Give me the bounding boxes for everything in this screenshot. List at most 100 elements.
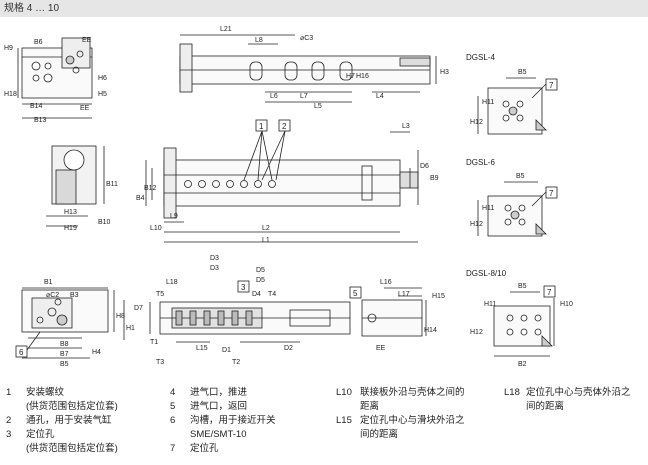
dim-D7: D7 bbox=[134, 305, 143, 312]
dim-L1: L1 bbox=[262, 237, 270, 244]
legend-row: (供货范围包括定位套) bbox=[26, 401, 118, 412]
dim-H15: H15 bbox=[432, 293, 445, 300]
dim-B1: B1 bbox=[44, 279, 53, 286]
dim-H5: H5 bbox=[98, 91, 107, 98]
dim-D5-1: D5 bbox=[256, 267, 265, 274]
technical-drawing: 1 2 3 5 6 7 7 7 DGSL-4 DGSL-6 DGSL-8/10 … bbox=[4, 26, 573, 368]
callout-boxes bbox=[15, 78, 558, 358]
dim-B5-dgsl6: B5 bbox=[516, 173, 525, 180]
dim-H1: H1 bbox=[126, 325, 135, 332]
dim-L16: L16 bbox=[380, 279, 392, 286]
dim-EE-2: EE bbox=[80, 105, 90, 112]
dim-L10: L10 bbox=[150, 225, 162, 232]
dim-C3: ⌀C3 bbox=[300, 35, 313, 42]
dim-D1: D1 bbox=[222, 347, 231, 354]
dim-H10: H10 bbox=[560, 301, 573, 308]
dim-H8: H8 bbox=[116, 313, 125, 320]
dim-B10: B10 bbox=[98, 219, 111, 226]
dim-D3-2: D3 bbox=[210, 265, 219, 272]
dim-H11-dgsl4: H11 bbox=[482, 99, 494, 106]
dim-H9: H9 bbox=[4, 45, 13, 52]
header-title: 规格 4 … 10 bbox=[4, 3, 60, 14]
label-dgsl6: DGSL-6 bbox=[466, 158, 495, 167]
callout-7-b: 7 bbox=[549, 189, 554, 198]
dim-B14: B14 bbox=[30, 103, 43, 110]
dim-L18: L18 bbox=[166, 279, 178, 286]
dim-B13: B13 bbox=[34, 117, 47, 124]
label-dgsl810: DGSL-8/10 bbox=[466, 269, 507, 278]
dim-T4: T4 bbox=[268, 291, 276, 298]
callout-5: 5 bbox=[353, 289, 358, 298]
dim-D3-1: D3 bbox=[210, 255, 219, 262]
dim-H11-dgsl6: H11 bbox=[482, 205, 494, 212]
dim-L8: L8 bbox=[255, 37, 263, 44]
end-view-bottom-left bbox=[21, 287, 125, 359]
dim-T5: T5 bbox=[156, 291, 164, 298]
dim-L3: L3 bbox=[402, 123, 410, 130]
variant-labels: DGSL-4 DGSL-6 DGSL-8/10 bbox=[466, 53, 507, 278]
callout-6: 6 bbox=[19, 348, 24, 357]
variant-dgsl4 bbox=[477, 77, 547, 135]
dim-H14: H14 bbox=[424, 327, 437, 334]
callout-7-c: 7 bbox=[547, 288, 552, 297]
dim-L6: L6 bbox=[270, 93, 278, 100]
dim-L4: L4 bbox=[376, 93, 384, 100]
dim-L5: L5 bbox=[314, 103, 322, 110]
dim-H12-dgsl810: H12 bbox=[470, 329, 483, 336]
variant-dgsl810 bbox=[493, 291, 555, 357]
variant-dgsl6 bbox=[477, 181, 547, 237]
dim-B9: B9 bbox=[430, 175, 439, 182]
page-header: 规格 4 … 10 bbox=[0, 0, 648, 17]
dim-H16: H16 bbox=[356, 73, 369, 80]
dim-T2: T2 bbox=[232, 359, 240, 366]
dim-L15: L15 bbox=[196, 345, 208, 352]
dim-B5: B5 bbox=[60, 361, 69, 368]
section-view-middle-left bbox=[46, 145, 105, 227]
dim-H18: H18 bbox=[4, 91, 17, 98]
dim-L9: L9 bbox=[170, 213, 178, 220]
dim-L21: L21 bbox=[220, 26, 232, 33]
legend-row: (供货范围包括定位套) bbox=[26, 443, 118, 454]
dim-B5-dgsl810: B5 bbox=[518, 283, 527, 290]
dim-L2: L2 bbox=[262, 225, 270, 232]
dim-D6: D6 bbox=[420, 163, 429, 170]
end-view-top-left bbox=[17, 37, 93, 119]
dimension-labels: B6 H9 EE H6 H5 H18 EE B14 B13 L21 L8 ⌀C3… bbox=[4, 26, 573, 368]
dim-B6: B6 bbox=[34, 39, 43, 46]
label-dgsl4: DGSL-4 bbox=[466, 53, 495, 62]
dim-B2: B2 bbox=[518, 361, 527, 368]
dim-L7: L7 bbox=[300, 93, 308, 100]
callout-labels: 1 2 3 5 6 7 7 7 bbox=[19, 81, 554, 357]
legend-row: 间的距离 bbox=[360, 429, 399, 440]
dim-D2: D2 bbox=[284, 345, 293, 352]
dim-H13: H13 bbox=[64, 209, 77, 216]
dim-H7: H7 bbox=[346, 73, 355, 80]
callout-7-a: 7 bbox=[549, 81, 554, 90]
side-view-main bbox=[145, 131, 419, 243]
dim-B4: B4 bbox=[136, 195, 145, 202]
callout-2: 2 bbox=[282, 122, 287, 131]
dim-H11-dgsl810: H11 bbox=[484, 301, 496, 308]
dim-T3: T3 bbox=[156, 359, 164, 366]
dim-EE-3: EE bbox=[376, 345, 386, 352]
callout-3: 3 bbox=[241, 283, 246, 292]
side-view-top bbox=[179, 34, 437, 103]
dim-EE-1: EE bbox=[82, 37, 92, 44]
callout-1: 1 bbox=[259, 122, 264, 131]
dim-H12-dgsl4: H12 bbox=[470, 119, 483, 126]
dim-D5-2: D5 bbox=[256, 277, 265, 284]
dim-L17: L17 bbox=[398, 291, 410, 298]
legend-row: 距离 bbox=[360, 401, 380, 412]
dim-B5-dgsl4: B5 bbox=[518, 69, 527, 76]
